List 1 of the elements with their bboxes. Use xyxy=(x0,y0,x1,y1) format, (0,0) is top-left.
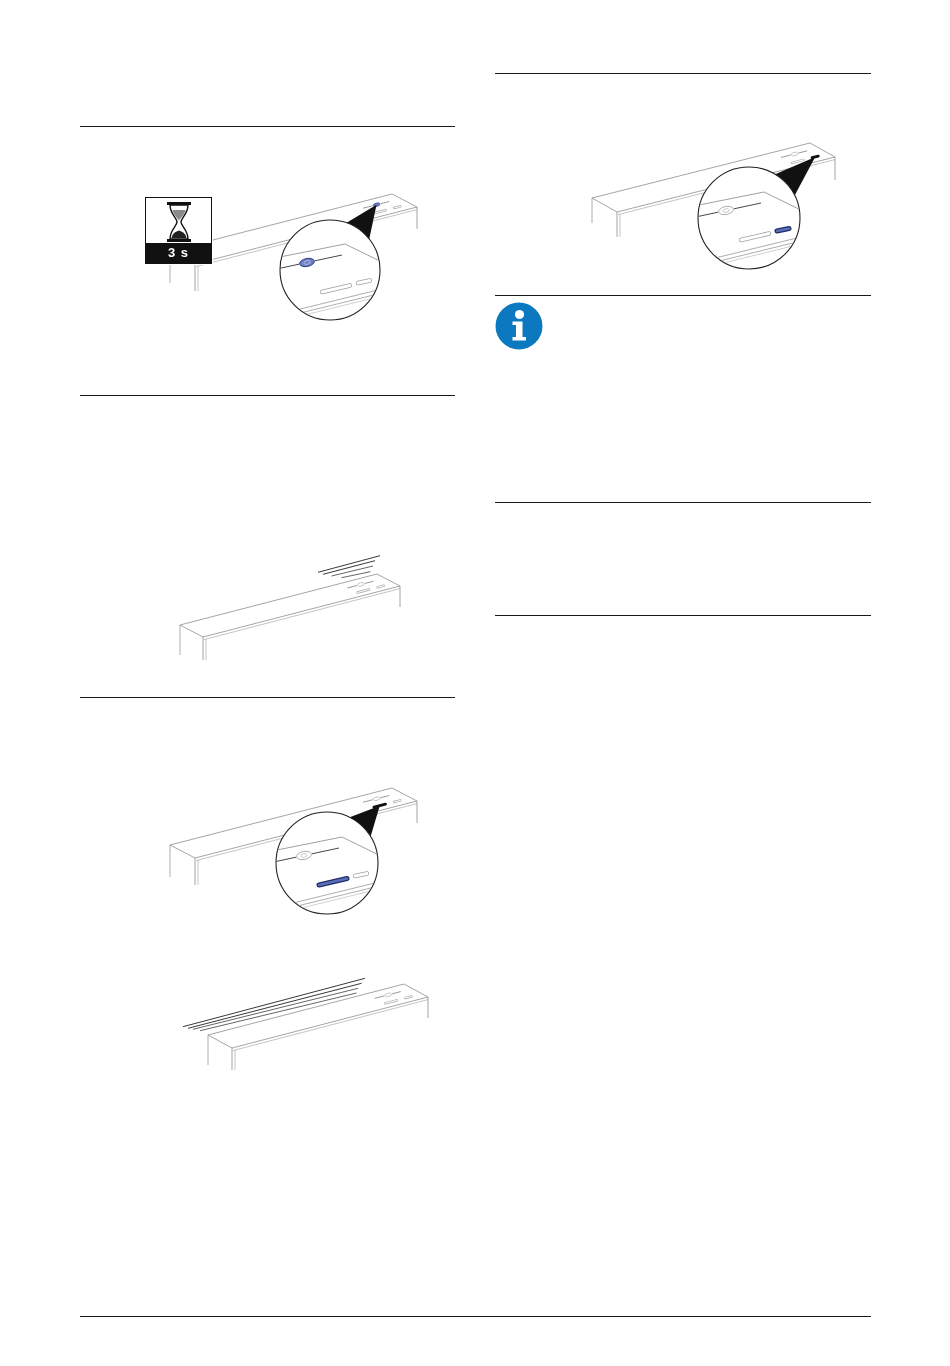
duration-label: 3 s xyxy=(146,243,211,263)
